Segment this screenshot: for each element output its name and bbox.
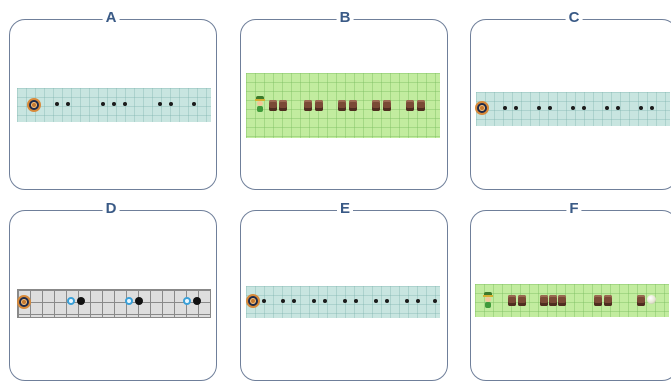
- panel-label-c: C: [565, 10, 583, 25]
- blue-gem-icon: [125, 297, 133, 305]
- path-dot: [385, 299, 389, 303]
- path-dot: [192, 102, 196, 106]
- crate-icon: [406, 100, 414, 111]
- path-dot: [292, 299, 296, 303]
- panel-label-e: E: [336, 201, 354, 216]
- panel-label-a: A: [102, 10, 120, 25]
- crate-icon: [594, 295, 602, 306]
- path-dot: [405, 299, 409, 303]
- panel-label-b: B: [336, 10, 354, 25]
- path-dot: [616, 106, 620, 110]
- crate-icon: [383, 100, 391, 111]
- crate-icon: [279, 100, 287, 111]
- crate-icon: [349, 100, 357, 111]
- path-dot: [158, 102, 162, 106]
- panel-f-grid-strip: [475, 284, 669, 317]
- agent-ring-icon: [17, 295, 31, 309]
- white-orb-icon: [647, 295, 656, 304]
- path-dot: [514, 106, 518, 110]
- crate-icon: [417, 100, 425, 111]
- crate-icon: [604, 295, 612, 306]
- crate-icon: [637, 295, 645, 306]
- path-dot: [169, 102, 173, 106]
- blue-gem-icon: [67, 297, 75, 305]
- crate-icon: [549, 295, 557, 306]
- agent-ring-icon: [246, 294, 260, 308]
- path-dot: [66, 102, 70, 106]
- crate-icon: [558, 295, 566, 306]
- panel-label-f: F: [566, 201, 582, 216]
- path-dot: [112, 102, 116, 106]
- black-stone-icon: [135, 297, 143, 305]
- path-dot: [374, 299, 378, 303]
- crate-icon: [518, 295, 526, 306]
- path-dot: [101, 102, 105, 106]
- path-dot: [548, 106, 552, 110]
- path-dot: [343, 299, 347, 303]
- explorer-character-icon: [483, 292, 493, 308]
- path-dot: [123, 102, 127, 106]
- crate-icon: [315, 100, 323, 111]
- path-dot: [639, 106, 643, 110]
- explorer-character-icon: [255, 96, 265, 112]
- agent-ring-icon: [27, 98, 41, 112]
- path-dot: [650, 106, 654, 110]
- panel-d-grid-strip: [17, 289, 211, 318]
- path-dot: [582, 106, 586, 110]
- crate-icon: [372, 100, 380, 111]
- path-dot: [416, 299, 420, 303]
- crate-icon: [508, 295, 516, 306]
- path-dot: [433, 299, 437, 303]
- path-dot: [537, 106, 541, 110]
- path-dot: [323, 299, 327, 303]
- crate-icon: [304, 100, 312, 111]
- crate-icon: [338, 100, 346, 111]
- path-dot: [262, 299, 266, 303]
- crate-icon: [269, 100, 277, 111]
- blue-gem-icon: [183, 297, 191, 305]
- panel-label-d: D: [102, 201, 120, 216]
- path-dot: [503, 106, 507, 110]
- path-dot: [55, 102, 59, 106]
- black-stone-icon: [193, 297, 201, 305]
- path-dot: [571, 106, 575, 110]
- agent-ring-icon: [475, 101, 489, 115]
- path-dot: [605, 106, 609, 110]
- path-dot: [281, 299, 285, 303]
- path-dot: [312, 299, 316, 303]
- black-stone-icon: [77, 297, 85, 305]
- crate-icon: [540, 295, 548, 306]
- path-dot: [354, 299, 358, 303]
